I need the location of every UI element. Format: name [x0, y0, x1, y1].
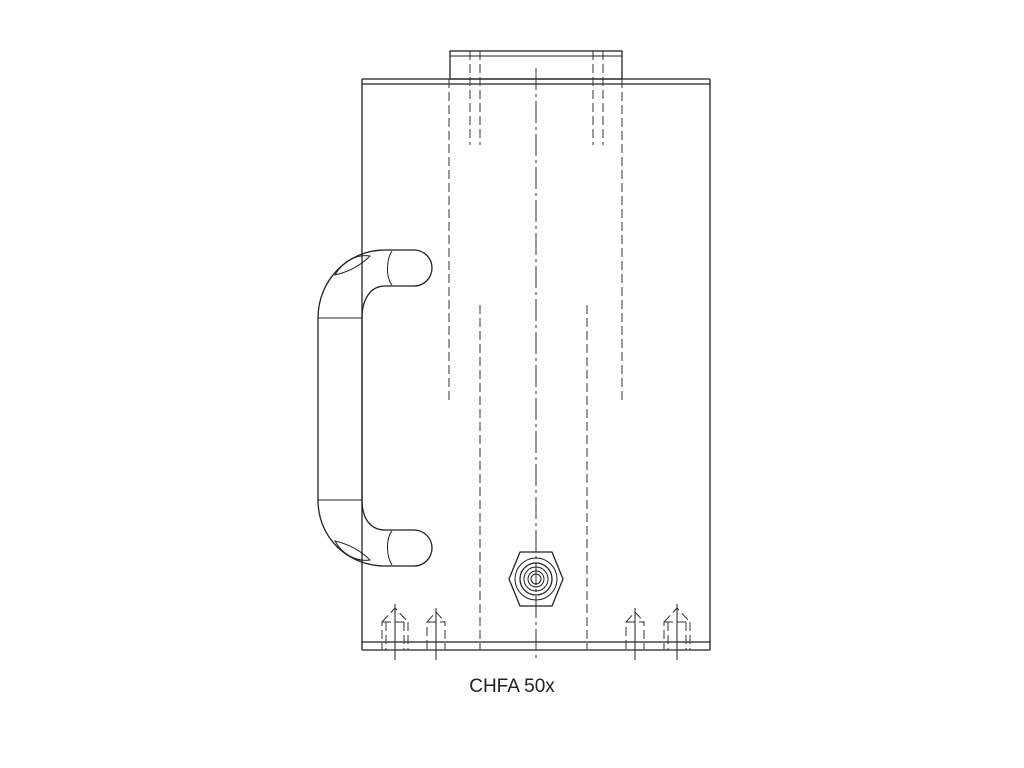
mounting-holes [381, 604, 691, 660]
drawing-caption: CHFA 50x [469, 676, 555, 697]
mounting-hole-1 [381, 604, 409, 660]
coupler-fitting [508, 551, 564, 607]
hidden-lines [448, 51, 623, 650]
mounting-hole-3 [625, 608, 645, 660]
cylinder-body [361, 78, 711, 651]
mounting-hole-4 [663, 604, 691, 660]
mounting-hole-2 [426, 608, 446, 660]
carry-handle [317, 249, 433, 567]
